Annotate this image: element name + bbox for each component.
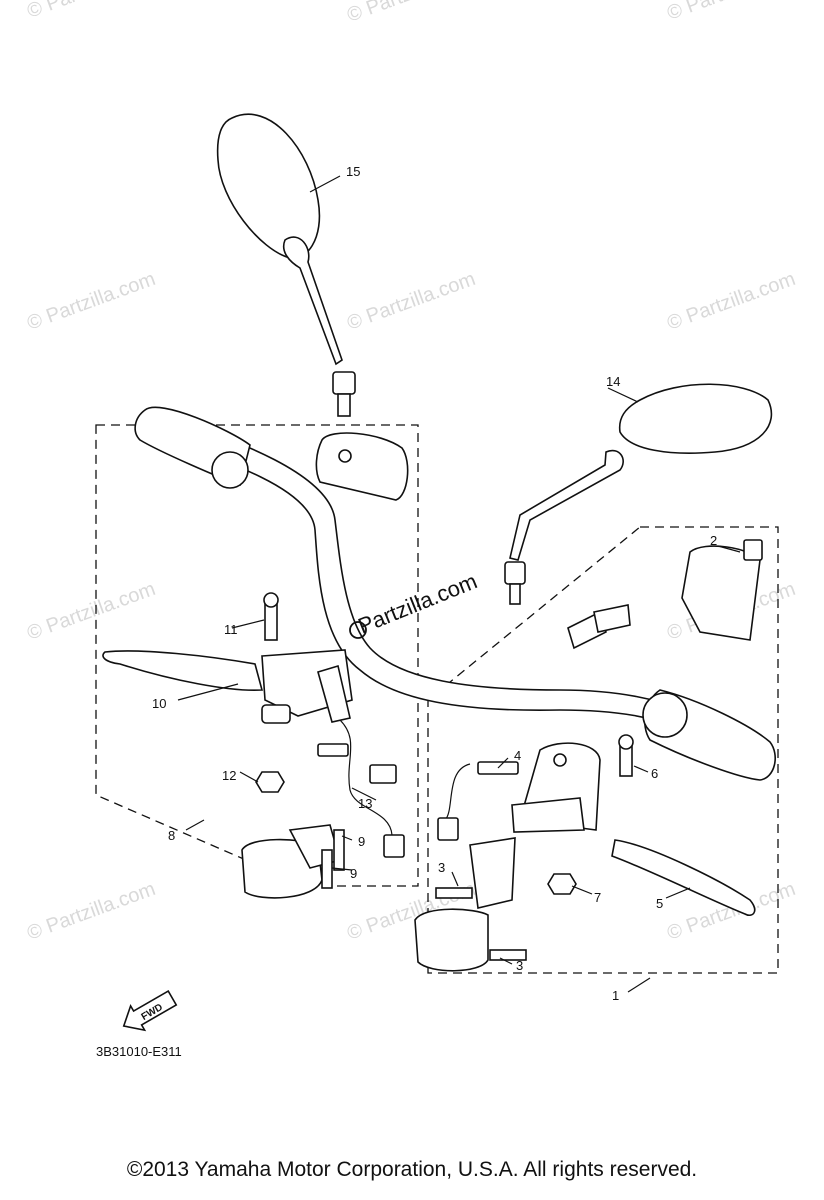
watermark: © Partzilla.com	[24, 268, 158, 335]
right-lower-housing	[414, 837, 527, 972]
mirror-right	[504, 383, 773, 605]
callout-14: 14	[606, 374, 620, 389]
callout-3a: 3	[438, 860, 445, 875]
fwd-arrow: FWD	[122, 989, 178, 1032]
callout-1: 1	[612, 988, 619, 1003]
watermark: © Partzilla.com	[664, 0, 798, 25]
callout-2: 2	[710, 533, 717, 548]
watermarks: © Partzilla.com © Partzilla.com © Partzi…	[24, 0, 798, 945]
left-switch-top	[315, 432, 409, 501]
callout-4: 4	[514, 748, 521, 763]
callout-9b: 9	[350, 866, 357, 881]
callout-5: 5	[656, 896, 663, 911]
callout-9a: 9	[358, 834, 365, 849]
callout-11: 11	[224, 622, 238, 637]
right-assembly-outline	[427, 526, 779, 974]
callout-12: 12	[222, 768, 236, 783]
callout-6: 6	[651, 766, 658, 781]
brake-lever-assembly	[437, 734, 756, 916]
clutch-lever-assembly	[102, 592, 405, 858]
right-switch	[567, 539, 763, 650]
leader-lines	[177, 175, 741, 993]
diagram-code: 3B31010-E311	[96, 1044, 182, 1059]
left-assembly-outline	[95, 424, 419, 887]
partzilla-logo: Partzilla.com	[349, 568, 481, 639]
callout-8: 8	[168, 828, 175, 843]
watermark: © Partzilla.com	[664, 268, 798, 335]
copyright-notice: ©2013 Yamaha Motor Corporation, U.S.A. A…	[126, 1158, 698, 1181]
callout-10: 10	[152, 696, 166, 711]
watermark: © Partzilla.com	[24, 0, 158, 23]
watermark: © Partzilla.com	[344, 0, 478, 27]
callout-7: 7	[594, 890, 601, 905]
callout-labels: 15 14 2 11 10 12 13 9 9 8 4 6 7 5 3 3 1	[152, 164, 717, 1003]
callout-13: 13	[358, 796, 372, 811]
watermark: © Partzilla.com	[24, 878, 158, 945]
callout-3b: 3	[516, 958, 523, 973]
handlebar	[134, 406, 776, 781]
assembly-outlines	[95, 424, 779, 974]
mirror-left	[216, 113, 356, 417]
left-lower-housing	[241, 824, 345, 899]
watermark: © Partzilla.com	[344, 268, 478, 335]
callout-15: 15	[346, 164, 360, 179]
watermark: © Partzilla.com	[24, 578, 158, 645]
